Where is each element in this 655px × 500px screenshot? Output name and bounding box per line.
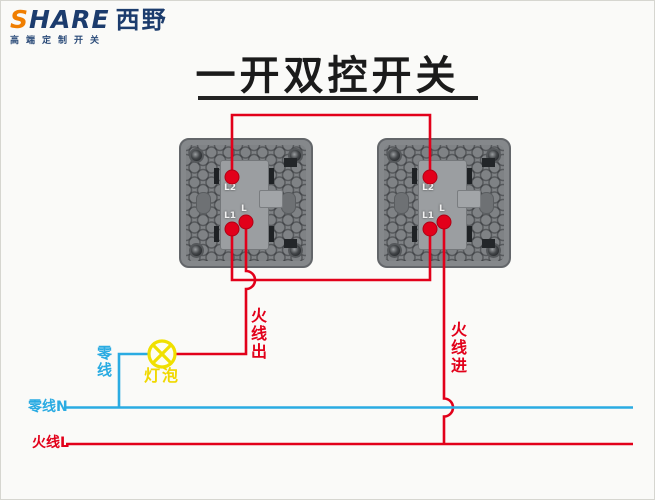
terminal-label-l: L	[241, 204, 247, 214]
slot	[214, 168, 219, 184]
slot	[482, 158, 495, 167]
mounting-hole	[394, 192, 409, 214]
slot	[412, 226, 417, 242]
label-neutral-bus: 零线N	[28, 399, 68, 415]
terminal-label-l: L	[439, 204, 445, 214]
slot	[467, 226, 472, 242]
label-neutral-wire: 零线	[97, 344, 113, 379]
terminal-label-l1: L1	[422, 211, 434, 221]
terminal-label-l2: L2	[224, 183, 236, 193]
brand-name: SHARE	[10, 5, 110, 34]
label-live-wire-in: 火线进	[451, 320, 468, 375]
mounting-hole	[196, 192, 211, 214]
title-underline	[198, 96, 478, 100]
terminal-tab	[457, 190, 481, 208]
terminal-dot-right-l	[436, 214, 452, 230]
slot	[269, 226, 274, 242]
brand-name-chinese: 西野	[115, 6, 168, 34]
terminal-tab	[259, 190, 283, 208]
screw-icon	[387, 148, 402, 163]
screw-icon	[387, 243, 402, 258]
terminal-dot-right-l1	[422, 221, 438, 237]
terminal-dot-right-l2	[422, 169, 438, 185]
label-live-bus: 火线L	[32, 435, 69, 451]
terminal-dot-left-l	[238, 214, 254, 230]
terminal-dot-left-l2	[224, 169, 240, 185]
brand-logo: SHARE 西野 高端定制开关	[10, 7, 168, 46]
terminal-label-l2: L2	[422, 183, 434, 193]
slot	[412, 168, 417, 184]
slot	[284, 158, 297, 167]
brand-tagline: 高端定制开关	[10, 36, 107, 46]
slot	[214, 226, 219, 242]
wire-live-out	[175, 222, 257, 356]
slot	[269, 168, 274, 184]
slot	[482, 239, 495, 248]
label-live-wire-out: 火线出	[251, 306, 268, 361]
wire-l1-to-l1	[230, 229, 432, 282]
terminal-dot-left-l1	[224, 221, 240, 237]
page-title: 一开双控开关	[195, 53, 460, 99]
slot	[284, 239, 297, 248]
bulb-icon	[147, 339, 177, 369]
terminal-label-l1: L1	[224, 211, 236, 221]
wire-neutral	[117, 352, 149, 407]
wire-l2-to-l2	[230, 113, 432, 177]
screw-icon	[189, 243, 204, 258]
screw-icon	[189, 148, 204, 163]
label-bulb: 灯泡	[144, 366, 181, 385]
slot	[467, 168, 472, 184]
